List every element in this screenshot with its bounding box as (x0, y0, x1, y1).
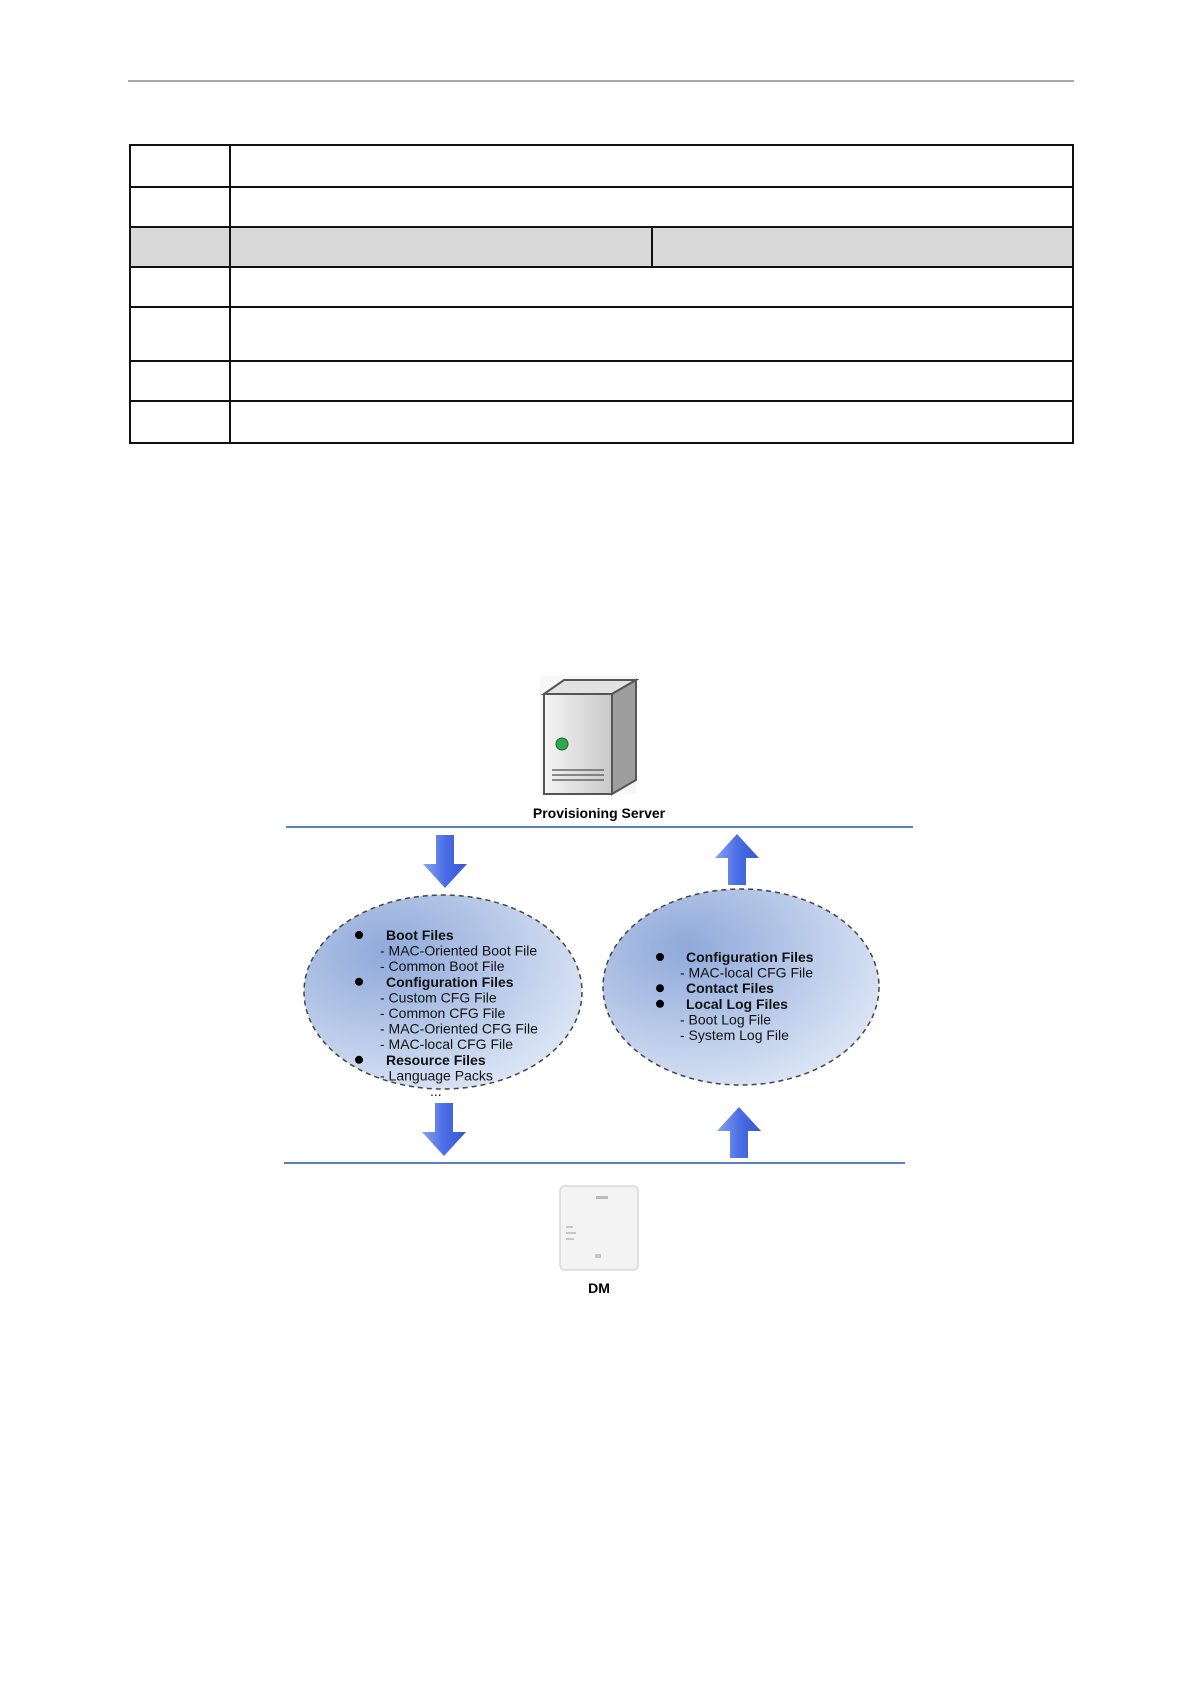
up-arrow-icon (717, 1107, 761, 1158)
down-arrow-icon (423, 835, 467, 888)
upload-files-ellipse (602, 888, 880, 1086)
table-cell (229, 266, 1074, 308)
server-label: Provisioning Server (533, 805, 666, 821)
table-row (129, 144, 1074, 188)
file-list-item: Resource Files (386, 1052, 486, 1068)
file-list-item: Boot Files (386, 927, 454, 943)
down-arrow-icon (422, 1103, 466, 1156)
table-row (129, 306, 1074, 362)
table-cell (229, 226, 653, 268)
table-row (129, 226, 1074, 268)
bullet-icon (355, 977, 363, 986)
table-cell (129, 226, 231, 268)
parameter-table (129, 144, 1074, 444)
table-cell (129, 400, 231, 444)
file-list-item: Contact Files (686, 980, 774, 996)
file-list-item: - MAC-local CFG File (680, 965, 813, 981)
table-cell (129, 144, 231, 188)
bullet-icon (656, 953, 664, 961)
table-cell (229, 144, 1074, 188)
file-list-item: - Boot Log File (680, 1011, 771, 1027)
table-cell (229, 360, 1074, 402)
download-files-ellipse (303, 894, 583, 1090)
file-list-item: Configuration Files (386, 974, 514, 990)
file-list-item: Local Log Files (686, 996, 788, 1012)
upload-file-list: Configuration Files- MAC-local CFG FileC… (656, 949, 814, 1043)
file-list-item: - Custom CFG File (380, 989, 497, 1005)
server-icon (540, 676, 640, 796)
table-cell (129, 306, 231, 362)
file-list-item: - MAC-local CFG File (380, 1036, 513, 1052)
table-cell (129, 186, 231, 228)
bullet-icon (355, 931, 363, 939)
file-list-item: - Common Boot File (380, 958, 505, 974)
bullet-icon (355, 1055, 363, 1064)
bullet-icon (656, 984, 664, 993)
table-row (129, 360, 1074, 402)
table-cell (650, 226, 1074, 268)
table-cell (229, 306, 1074, 362)
table-row (129, 186, 1074, 228)
download-file-list: Boot Files- MAC-Oriented Boot File- Comm… (355, 927, 538, 1099)
table-cell (229, 400, 1074, 444)
table-row (129, 266, 1074, 308)
header-rule (128, 80, 1074, 82)
up-arrow-icon (715, 834, 759, 885)
table-cell (129, 360, 231, 402)
bullet-icon (656, 999, 664, 1008)
table-cell (129, 266, 231, 308)
dm-device-icon (559, 1185, 639, 1271)
file-list-item: - System Log File (680, 1027, 789, 1043)
device-label: DM (588, 1280, 610, 1296)
file-list-item: ... (430, 1083, 442, 1099)
file-list-item: - Language Packs (380, 1067, 493, 1083)
file-list-item: Configuration Files (686, 949, 814, 965)
file-list-item: - Common CFG File (380, 1005, 505, 1021)
table-row (129, 400, 1074, 444)
file-list-item: - MAC-Oriented Boot File (380, 943, 537, 959)
table-cell (229, 186, 1074, 228)
file-list-item: - MAC-Oriented CFG File (380, 1021, 538, 1037)
